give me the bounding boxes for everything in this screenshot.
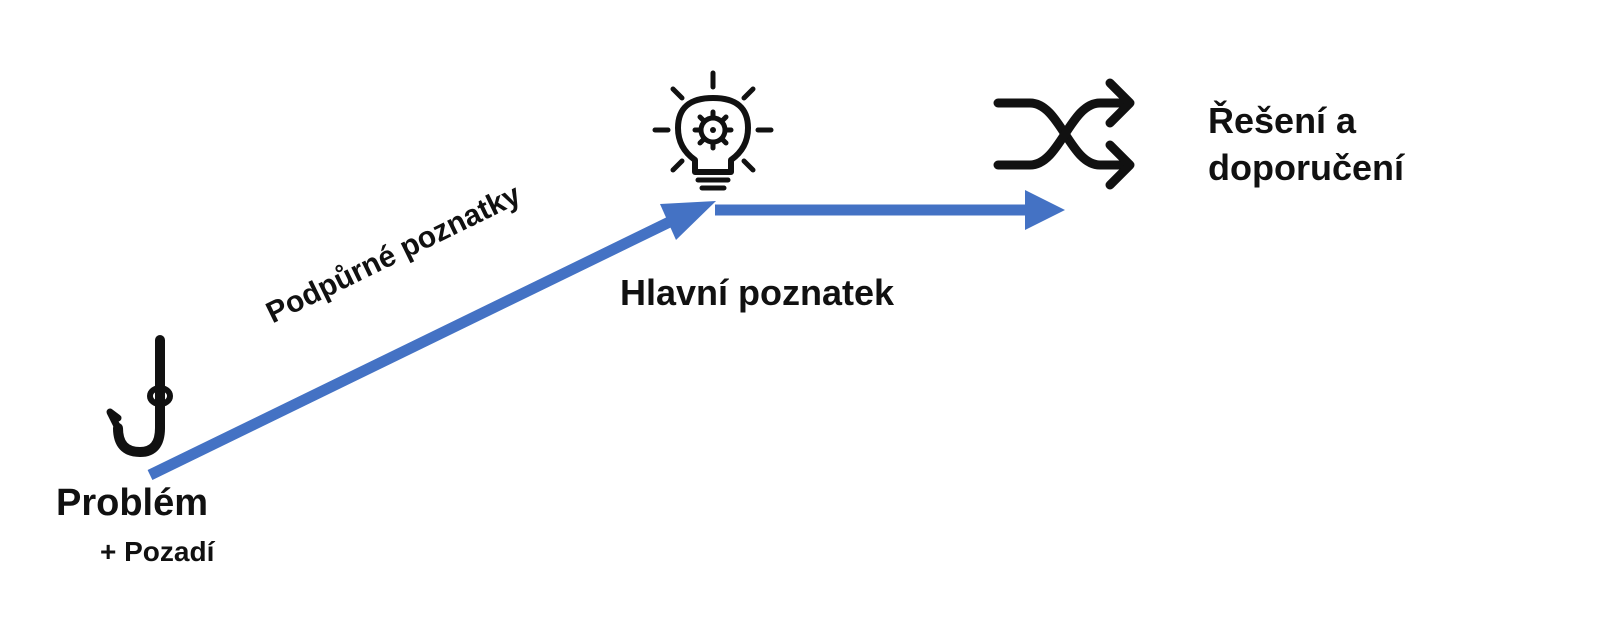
main-insight-to-solution-arrow [715,190,1065,230]
lightbulb-gear-icon [652,70,774,191]
supporting-insights-arrow [147,201,716,480]
shuffle-icon [993,78,1135,190]
problem-label: Problém [56,482,209,524]
main-insight-label: Hlavní poznatek [620,272,895,313]
background-label: + Pozadí [100,536,215,567]
fish-hook-icon [106,335,173,457]
solution-label: Řešení a doporučení [1208,100,1404,188]
